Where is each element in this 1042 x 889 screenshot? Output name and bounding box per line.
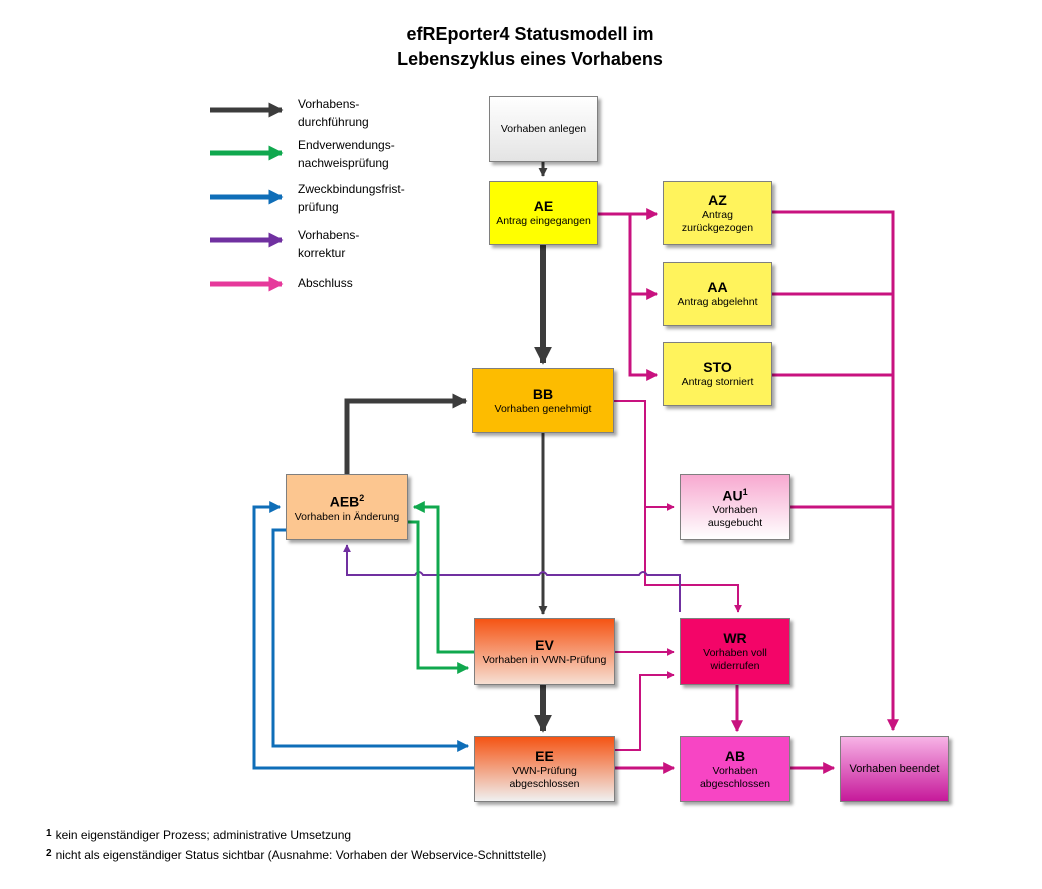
edge-bb-au bbox=[614, 400, 675, 511]
footnote-2-text: nicht als eigenständiger Status sichtbar… bbox=[55, 848, 547, 862]
node-vorhaben-anlegen: Vorhaben anlegen bbox=[489, 96, 598, 162]
node-sto: STO Antrag storniert bbox=[663, 342, 772, 406]
footnote-2-mark: 2 bbox=[46, 848, 52, 859]
edge-ev-aeb bbox=[412, 501, 474, 654]
legend-label-abschluss: Abschluss bbox=[298, 276, 353, 290]
edge-az-end bbox=[772, 210, 899, 732]
edge-aeb-bb bbox=[344, 393, 468, 474]
node-wr: WR Vorhaben voll widerrufen bbox=[680, 618, 790, 685]
aeb-footnote-mark: 2 bbox=[359, 493, 365, 504]
diagram-title: efREporter4 Statusmodell im Lebenszyklus… bbox=[300, 22, 760, 72]
node-aeb: AEB2 Vorhaben in Änderung bbox=[286, 474, 408, 540]
title-line-1: efREporter4 Statusmodell im bbox=[406, 24, 654, 44]
edge-wr-aeb bbox=[343, 544, 681, 612]
edge-ae-sto bbox=[628, 294, 659, 381]
edge-ae-aa bbox=[598, 212, 659, 300]
legend-label-endverwendung: Endverwendungs- nachweisprüfung bbox=[298, 138, 395, 170]
node-bb: BB Vorhaben genehmigt bbox=[472, 368, 614, 433]
node-ee: EE VWN-Prüfung abgeschlossen bbox=[474, 736, 615, 802]
aeb-code: AEB bbox=[329, 493, 360, 510]
node-ev: EV Vorhaben in VWN-Prüfung bbox=[474, 618, 615, 685]
node-ae: AE Antrag eingegangen bbox=[489, 181, 598, 245]
flow-endverwendung bbox=[408, 501, 474, 674]
au-footnote-mark: 1 bbox=[742, 486, 748, 497]
node-aa: AA Antrag abgelehnt bbox=[663, 262, 772, 326]
footnote-1-text: kein eigenständiger Prozess; administrat… bbox=[55, 828, 352, 842]
footnote-1-mark: 1 bbox=[46, 828, 52, 839]
au-code: AU bbox=[722, 487, 743, 504]
title-line-2: Lebenszyklus eines Vorhabens bbox=[397, 49, 663, 69]
legend-label-zweckbindung: Zweckbindungsfrist- prüfung bbox=[298, 182, 405, 214]
flow-abschluss bbox=[598, 208, 899, 774]
legend-arrows bbox=[210, 102, 284, 292]
edge-ee-aeb bbox=[252, 501, 474, 770]
flow-zweckbindung bbox=[252, 501, 474, 770]
flow-korrektur bbox=[343, 544, 681, 612]
node-au: AU1 Vorhaben ausgebucht bbox=[680, 474, 790, 540]
legend-label-korrektur: Vorhabens- korrektur bbox=[298, 228, 360, 260]
legend-label-durchfuehrung: Vorhabens- durchführung bbox=[298, 97, 369, 129]
node-ab: AB Vorhaben abgeschlossen bbox=[680, 736, 790, 802]
edge-ee-wr bbox=[615, 671, 675, 751]
edge-bb-wr bbox=[644, 507, 742, 613]
edge-aeb-ev bbox=[408, 520, 470, 674]
edge-aeb-ee bbox=[271, 528, 470, 752]
node-vorhaben-beendet: Vorhaben beendet bbox=[840, 736, 949, 802]
flow-dark bbox=[344, 162, 552, 733]
node-az: AZ Antrag zurückgezogen bbox=[663, 181, 772, 245]
